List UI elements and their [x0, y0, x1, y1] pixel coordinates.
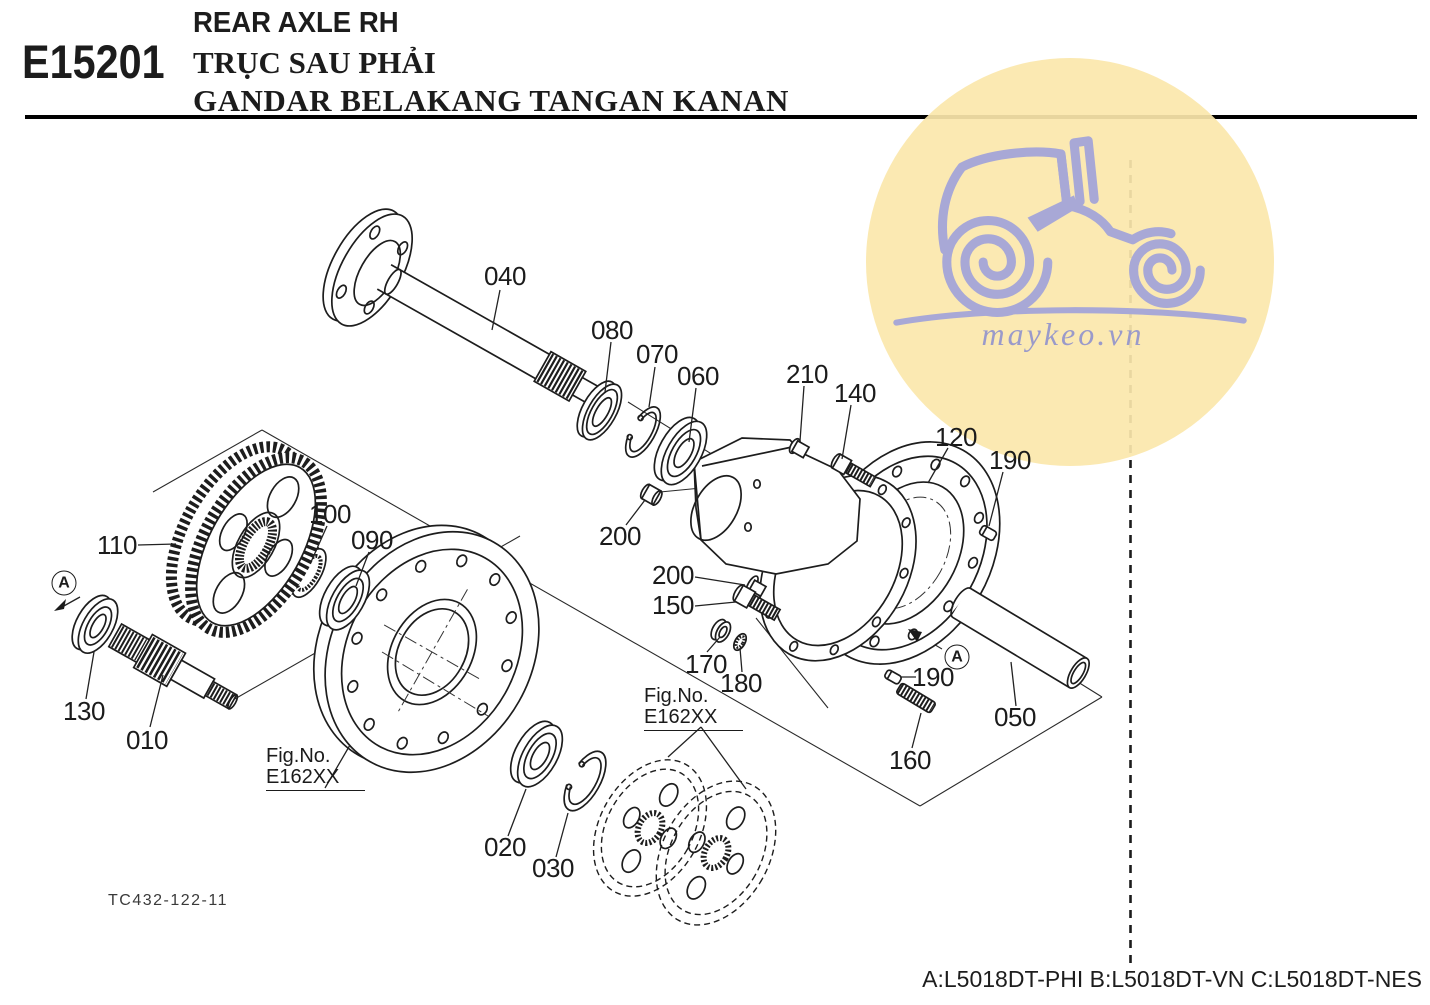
figref-leaders — [324, 726, 747, 790]
callout-190: 190 — [912, 662, 954, 692]
section-arrow-right — [908, 629, 922, 642]
part-bearing-020 — [509, 720, 564, 788]
title-english: REAR AXLE RH — [193, 7, 399, 39]
section-arrow-left — [54, 596, 81, 611]
part-bearing-090 — [318, 565, 371, 631]
part-pin-200-upper — [639, 483, 663, 507]
part-washer-180 — [732, 632, 748, 652]
part-snap-ring-030 — [563, 750, 607, 812]
watermark-text: maykeo.vn — [981, 316, 1145, 352]
section-plane-frame — [152, 401, 1103, 807]
part-brake-discs-ref — [592, 759, 777, 926]
title-indonesian: GANDAR BELAKANG TANGAN KANAN — [193, 83, 789, 118]
fig-reference-2: Fig.No.E162XX — [644, 686, 744, 731]
callout-140: 140 — [834, 378, 876, 408]
model-codes: A:L5018DT-PHI B:L5018DT-VN C:L5018DT-NES — [922, 966, 1422, 992]
title-vietnamese: TRỤC SAU PHẢI — [193, 45, 436, 80]
part-seal-080 — [576, 380, 623, 441]
part-bolt-150 — [732, 584, 782, 622]
callout-040: 040 — [484, 261, 526, 291]
section-marker-A-1: A — [51, 570, 77, 596]
fig-reference-1: Fig.No.E162XX — [266, 746, 366, 791]
section-marker-A-2: A — [944, 644, 970, 670]
carrier-centerline — [381, 651, 489, 717]
callout-180: 180 — [720, 668, 762, 698]
callout-010: 010 — [126, 725, 168, 755]
callout-030: 030 — [532, 853, 574, 883]
header-rule — [25, 115, 1417, 119]
callout-110: 110 — [97, 530, 137, 560]
callout-190: 190 — [989, 445, 1031, 475]
callout-100: 100 — [309, 499, 351, 529]
callout-160: 160 — [889, 745, 931, 775]
callout-020: 020 — [484, 832, 526, 862]
callout-120: 120 — [935, 422, 977, 452]
leader-lines — [85, 289, 1017, 858]
part-bearing-060 — [653, 416, 708, 486]
callout-080: 080 — [591, 315, 633, 345]
callout-070: 070 — [636, 339, 678, 369]
part-pin-190-right — [978, 524, 998, 542]
tractor-watermark-icon — [893, 136, 1247, 326]
callout-060: 060 — [677, 361, 719, 391]
callout-150: 150 — [652, 590, 694, 620]
part-spur-gear-110 — [165, 441, 327, 638]
part-snap-ring-070 — [624, 406, 662, 458]
figure-code: E15201 — [22, 35, 165, 88]
callout-170: 170 — [685, 649, 727, 679]
part-pinion-shaft-010 — [107, 622, 239, 710]
part-bolt-210 — [788, 437, 811, 459]
part-nut-170 — [710, 618, 732, 643]
callout-090: 090 — [351, 525, 393, 555]
callout-200: 200 — [599, 521, 641, 551]
part-axle-tube-050 — [950, 587, 1090, 689]
drawing-number: TC432-122-11 — [108, 892, 228, 909]
part-bearing-130 — [71, 594, 119, 654]
part-stud-160 — [895, 682, 937, 714]
part-bolt-140 — [830, 453, 877, 488]
part-axle-shaft-040 — [322, 208, 604, 407]
part-bearing-case-cover — [690, 437, 861, 575]
part-pin-190-lower — [884, 669, 902, 685]
callout-130: 130 — [63, 696, 105, 726]
callout-200: 200 — [652, 560, 694, 590]
callout-210: 210 — [786, 359, 828, 389]
watermark-circle: maykeo.vn — [866, 58, 1274, 466]
callout-050: 050 — [994, 702, 1036, 732]
